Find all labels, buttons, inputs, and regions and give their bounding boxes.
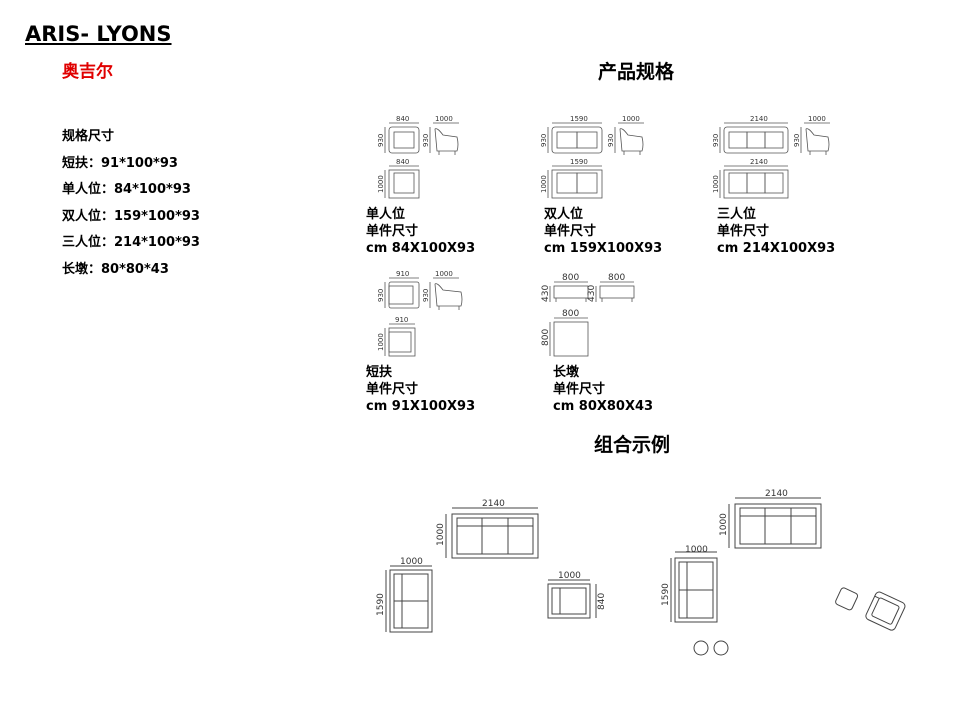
item-size-label: 单件尺寸 xyxy=(553,382,606,397)
short-arm-drawing: 910 1000 910 930 930 1000 xyxy=(377,270,463,357)
dim-label: 1590 xyxy=(570,115,588,123)
dim-label: 910 xyxy=(395,316,408,324)
spec-item: 长墩：80*80*43 xyxy=(62,261,169,277)
two-seat-drawing: 1590 1000 1590 930 930 1000 xyxy=(540,115,644,199)
item-size-label: 单件尺寸 xyxy=(544,224,597,239)
dim-label: 1000 xyxy=(719,513,729,536)
dim-label: 2140 xyxy=(482,499,505,509)
dim-label: 840 xyxy=(396,115,409,123)
dim-label: 1000 xyxy=(436,523,446,546)
item-caption-ottoman: 长墩 单件尺寸 cm 80X80X43 xyxy=(553,364,653,415)
dim-label: 1590 xyxy=(376,593,386,616)
dim-label: 930 xyxy=(712,134,720,147)
item-name: 三人位 xyxy=(717,207,757,222)
spec-list: 规格尺寸 短扶：91*100*93 单人位：84*100*93 双人位：159*… xyxy=(62,124,200,283)
specs-section-title: 产品规格 xyxy=(598,61,675,83)
dim-label: 930 xyxy=(540,134,548,147)
dim-label: 840 xyxy=(597,593,607,610)
dim-label: 930 xyxy=(377,134,385,147)
item-caption-three-seat: 三人位 单件尺寸 cm 214X100X93 xyxy=(717,206,835,257)
dim-label: 1000 xyxy=(540,175,548,193)
item-name: 单人位 xyxy=(366,207,406,222)
dim-label: 840 xyxy=(396,158,409,166)
combo-section-title: 组合示例 xyxy=(594,434,671,456)
dim-label: 1000 xyxy=(622,115,640,123)
dim-label: 910 xyxy=(396,270,409,278)
item-size: cm 91X100X93 xyxy=(366,399,476,414)
item-name: 短扶 xyxy=(366,365,393,380)
spec-item: 三人位：214*100*93 xyxy=(62,235,200,250)
dim-label: 930 xyxy=(422,134,430,147)
dim-label: 930 xyxy=(793,134,801,147)
dim-label: 930 xyxy=(377,289,385,302)
item-caption-two-seat: 双人位 单件尺寸 cm 159X100X93 xyxy=(544,206,662,257)
item-caption-single: 单人位 单件尺寸 cm 84X100X93 xyxy=(366,206,475,257)
dim-label: 800 xyxy=(541,329,551,346)
item-size-label: 单件尺寸 xyxy=(366,224,419,239)
three-seat-drawing: 2140 1000 2140 930 930 1000 xyxy=(712,115,830,199)
dim-label: 1000 xyxy=(808,115,826,123)
item-name: 长墩 xyxy=(553,365,580,380)
item-name: 双人位 xyxy=(544,207,584,222)
spec-item: 单人位：84*100*93 xyxy=(62,182,191,197)
dim-label: 430 xyxy=(587,285,597,302)
dim-label: 800 xyxy=(562,273,579,283)
dim-label: 430 xyxy=(541,285,551,302)
dim-label: 1000 xyxy=(685,545,708,555)
ottoman-drawing: 800 800 800 430 430 800 xyxy=(541,273,635,357)
spec-list-heading: 规格尺寸 xyxy=(62,129,115,144)
dim-label: 1000 xyxy=(435,115,453,123)
dim-label: 1000 xyxy=(435,270,453,278)
item-size: cm 214X100X93 xyxy=(717,241,836,256)
dim-label: 2140 xyxy=(750,158,768,166)
item-caption-short-arm: 短扶 单件尺寸 cm 91X100X93 xyxy=(366,364,475,415)
dim-label: 930 xyxy=(607,134,615,147)
dim-label: 930 xyxy=(422,289,430,302)
brand-chinese-name: 奥吉尔 xyxy=(62,62,113,82)
item-size-label: 单件尺寸 xyxy=(717,224,770,239)
dim-label: 1000 xyxy=(400,557,423,567)
item-size: cm 159X100X93 xyxy=(544,241,663,256)
combo-layout-1: 2140 1000 1000 1590 1000 840 xyxy=(376,499,607,633)
dim-label: 1590 xyxy=(661,583,671,606)
brand-title: ARIS- LYONS xyxy=(25,22,172,46)
item-size-label: 单件尺寸 xyxy=(366,382,419,397)
dim-label: 1000 xyxy=(558,571,581,581)
dim-label: 1000 xyxy=(377,175,385,193)
dim-label: 1000 xyxy=(712,175,720,193)
dim-label: 800 xyxy=(562,309,579,319)
item-size: cm 80X80X43 xyxy=(553,399,654,414)
item-size: cm 84X100X93 xyxy=(366,241,476,256)
dim-label: 1000 xyxy=(377,333,385,351)
dim-label: 2140 xyxy=(750,115,768,123)
dim-label: 1590 xyxy=(570,158,588,166)
dim-label: 800 xyxy=(608,273,625,283)
spec-item: 短扶：91*100*93 xyxy=(62,155,178,171)
combo-layout-2: 2140 1000 1000 1590 xyxy=(661,489,906,656)
spec-item: 双人位：159*100*93 xyxy=(62,208,200,224)
dim-label: 2140 xyxy=(765,489,788,499)
single-seat-drawing: 840 1000 840 930 930 1000 xyxy=(377,115,459,199)
